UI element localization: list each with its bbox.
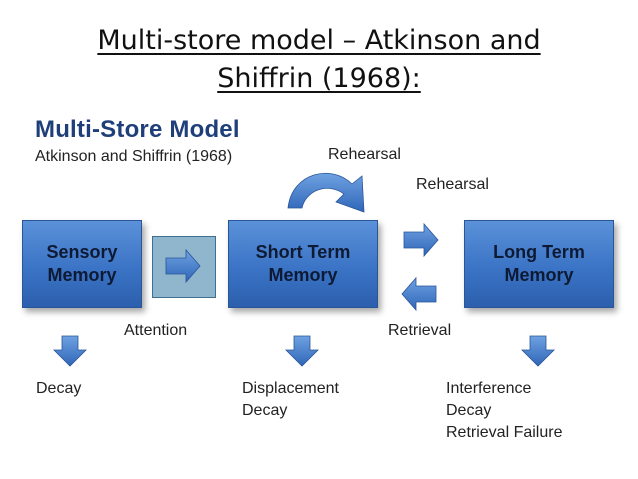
diagram-title: Multi-Store Model xyxy=(35,116,240,143)
sensory-decay-arrow-icon xyxy=(53,335,87,367)
short-term-memory-box: Short Term Memory xyxy=(228,220,378,308)
long-term-decay-arrow-icon xyxy=(521,335,555,367)
rehearsal-transfer-arrow-icon xyxy=(403,222,439,258)
attention-label: Attention xyxy=(124,322,188,339)
slide-title-line-2: Shiffrin (1968): xyxy=(217,63,421,94)
long-term-memory-box: Long Term Memory xyxy=(464,220,614,308)
long-term-outcomes: Interference Decay Retrieval Failure xyxy=(446,378,562,444)
sensory-outcomes: Decay xyxy=(36,378,81,400)
outcome-item: Decay xyxy=(242,402,288,419)
outcome-item: Decay xyxy=(36,380,82,397)
retrieval-arrow-icon xyxy=(401,276,437,312)
retrieval-label: Retrieval xyxy=(388,322,452,339)
rehearsal-loop-arrow-icon xyxy=(287,172,365,213)
outcome-item: Retrieval Failure xyxy=(446,424,563,441)
long-term-memory-label: Long Term Memory xyxy=(493,242,585,285)
rehearsal-transfer-label: Rehearsal xyxy=(416,176,489,193)
slide-title-line-1: Multi-store model – Atkinson and xyxy=(97,25,541,56)
sensory-memory-label: Sensory Memory xyxy=(46,242,118,285)
rehearsal-loop-label: Rehearsal xyxy=(328,146,401,163)
outcome-item: Displacement xyxy=(242,380,339,397)
slide-title: Multi-store model – Atkinson and Shiffri… xyxy=(0,22,638,98)
sensory-memory-box: Sensory Memory xyxy=(22,220,142,308)
attention-arrow-icon xyxy=(165,248,201,284)
short-term-memory-label: Short Term Memory xyxy=(255,242,351,285)
attention-box xyxy=(152,236,216,298)
diagram-subtitle: Atkinson and Shiffrin (1968) xyxy=(35,148,233,165)
short-term-outcomes: Displacement Decay xyxy=(242,378,339,422)
outcome-item: Interference xyxy=(446,380,532,397)
outcome-item: Decay xyxy=(446,402,492,419)
short-term-decay-arrow-icon xyxy=(285,335,319,367)
